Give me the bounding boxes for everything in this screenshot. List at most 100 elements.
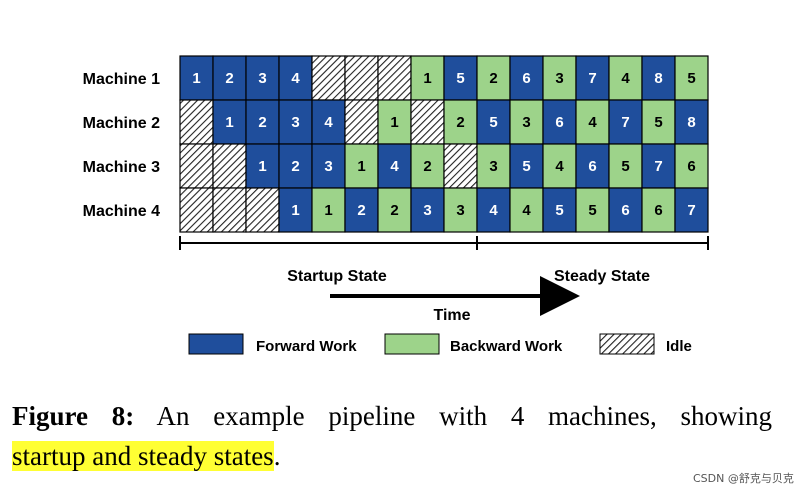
idle-cell [179, 187, 214, 233]
backward-work-cell [509, 187, 544, 233]
legend: Forward Work Backward Work Idle [188, 333, 692, 355]
cell-number: 2 [225, 70, 233, 87]
forward-work-cell [476, 99, 511, 145]
forward-work-cell [245, 143, 280, 189]
forward-work-cell [641, 55, 676, 101]
cell-number: 2 [423, 158, 431, 175]
cell-number: 1 [390, 114, 398, 131]
idle-cell [410, 99, 445, 145]
forward-work-cell [542, 187, 577, 233]
idle-cell [212, 143, 247, 189]
cell-number: 8 [654, 70, 662, 87]
cell-number: 7 [687, 202, 695, 219]
cell-number: 5 [654, 114, 662, 131]
cell-number: 2 [357, 202, 365, 219]
caption-text: An example pipeline with 4 machines, sho… [134, 401, 773, 431]
idle-cell [212, 187, 247, 233]
forward-work-cell [311, 99, 346, 145]
cell-number: 5 [687, 70, 695, 87]
cell-number: 3 [258, 70, 266, 87]
backward-work-cell [311, 187, 346, 233]
legend-forward-label: Forward Work [256, 338, 357, 355]
cell-number: 5 [621, 158, 629, 175]
cell-number: 7 [588, 70, 596, 87]
forward-work-cell [575, 143, 610, 189]
caption-end: . [273, 441, 281, 471]
cell-number: 4 [291, 70, 300, 87]
cell-number: 1 [225, 114, 233, 131]
legend-backward-label: Backward Work [450, 338, 563, 355]
cell-number: 2 [390, 202, 398, 219]
forward-work-cell [212, 55, 247, 101]
forward-work-cell [674, 99, 709, 145]
machine-label: Machine 3 [83, 159, 160, 176]
cell-number: 3 [324, 158, 332, 175]
cell-number: 4 [588, 114, 597, 131]
forward-work-cell [443, 55, 478, 101]
idle-cell [344, 99, 379, 145]
forward-work-cell [344, 187, 379, 233]
machine-label: Machine 4 [83, 203, 160, 220]
cell-number: 5 [555, 202, 563, 219]
forward-work-cell [476, 187, 511, 233]
figure-label: Figure 8: [12, 401, 135, 431]
forward-work-cell [311, 143, 346, 189]
cell-number: 3 [423, 202, 431, 219]
backward-work-cell [509, 99, 544, 145]
idle-cell [179, 143, 214, 189]
cell-number: 6 [621, 202, 629, 219]
cell-number: 6 [654, 202, 662, 219]
cell-number: 4 [390, 158, 399, 175]
steady-state-label: Steady State [554, 268, 650, 285]
legend-idle-label: Idle [666, 338, 692, 355]
cell-number: 1 [423, 70, 431, 87]
idle-cell [245, 187, 280, 233]
legend-backward-swatch [384, 333, 440, 355]
backward-work-cell [575, 187, 610, 233]
cell-number: 6 [687, 158, 695, 175]
backward-work-cell [674, 143, 709, 189]
backward-work-cell [443, 187, 478, 233]
cell-number: 8 [687, 114, 695, 131]
cell-number: 4 [324, 114, 333, 131]
idle-cell [377, 55, 412, 101]
time-label: Time [433, 307, 470, 324]
cell-number: 2 [489, 70, 497, 87]
caption-line-2: startup and steady states. [12, 436, 772, 476]
cell-number: 3 [456, 202, 464, 219]
cell-number: 1 [258, 158, 266, 175]
figure-caption: Figure 8: An example pipeline with 4 mac… [12, 396, 772, 476]
cell-number: 1 [192, 70, 200, 87]
forward-work-cell [278, 187, 313, 233]
cell-number: 1 [291, 202, 299, 219]
legend-forward-swatch [188, 333, 244, 355]
startup-state-label: Startup State [287, 268, 387, 285]
forward-work-cell [575, 55, 610, 101]
cell-number: 7 [654, 158, 662, 175]
cell-number: 7 [621, 114, 629, 131]
state-bracket [179, 236, 709, 250]
forward-work-cell [608, 187, 643, 233]
forward-work-cell [179, 55, 214, 101]
cell-number: 6 [555, 114, 563, 131]
forward-work-cell [674, 187, 709, 233]
cell-number: 2 [456, 114, 464, 131]
cell-number: 5 [456, 70, 464, 87]
cell-number: 3 [489, 158, 497, 175]
cell-number: 1 [324, 202, 332, 219]
forward-work-cell [509, 55, 544, 101]
cell-number: 3 [555, 70, 563, 87]
cell-number: 6 [522, 70, 530, 87]
machine-label: Machine 1 [83, 71, 160, 88]
cell-number: 5 [588, 202, 596, 219]
idle-cell [344, 55, 379, 101]
cell-number: 4 [522, 202, 531, 219]
backward-work-cell [608, 143, 643, 189]
caption-highlight: startup and steady states [12, 441, 274, 471]
cell-number: 2 [291, 158, 299, 175]
backward-work-cell [443, 99, 478, 145]
backward-work-cell [641, 187, 676, 233]
cell-number: 1 [357, 158, 365, 175]
